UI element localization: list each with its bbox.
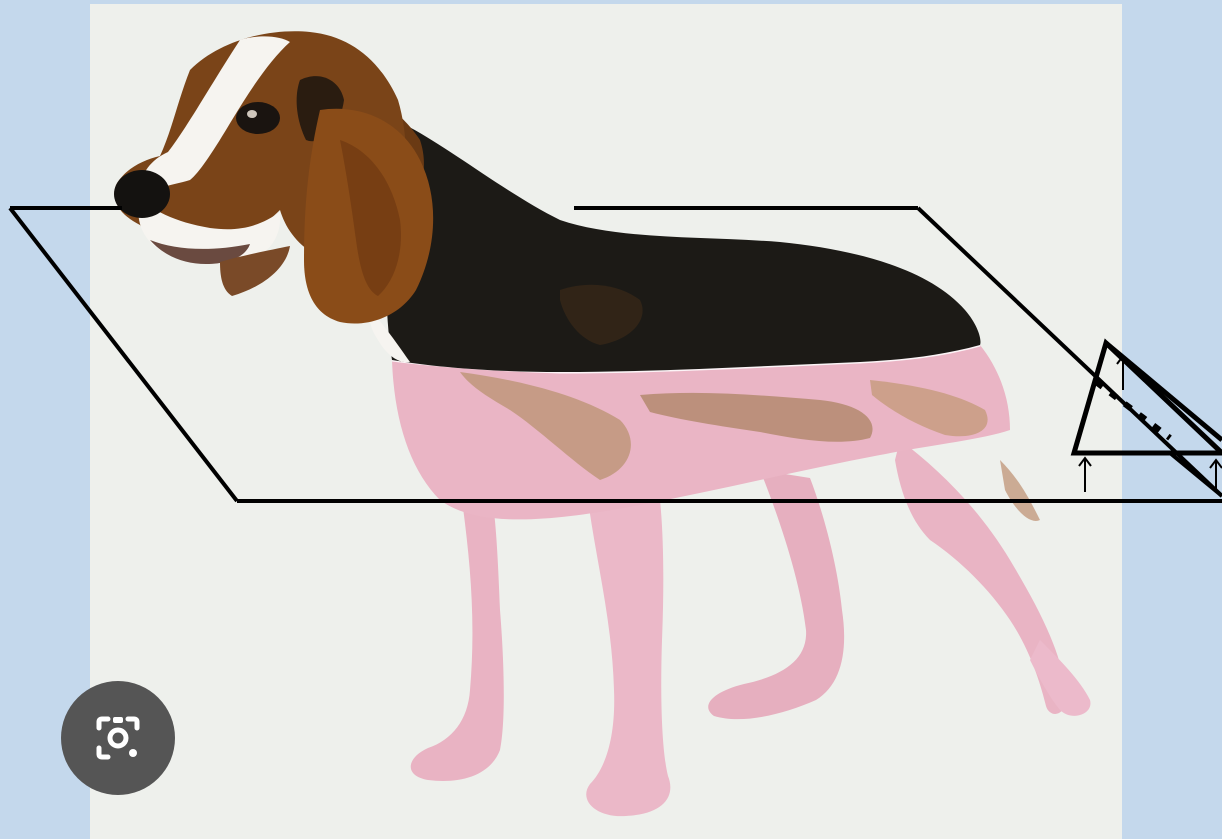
google-lens-icon <box>91 711 145 765</box>
google-lens-button[interactable] <box>61 681 175 795</box>
